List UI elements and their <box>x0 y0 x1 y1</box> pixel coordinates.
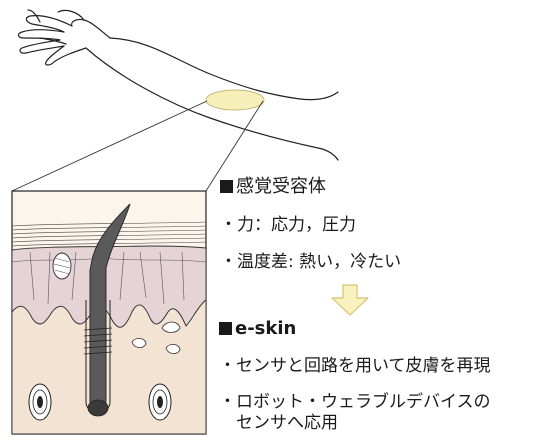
down-arrow-icon <box>332 285 368 315</box>
pacinian-corpuscle-left <box>29 384 51 420</box>
eskin-item-reproduce: ・センサと回路を用いて皮膚を再現 <box>219 358 491 375</box>
receptors-title: 感覚受容体 <box>236 176 326 197</box>
eskin-heading: e-skin <box>219 320 296 338</box>
eskin-title: e-skin <box>235 318 296 339</box>
skin-cross-section <box>12 191 206 434</box>
eskin-item-application-cont: センサへ応用 <box>236 415 338 432</box>
arm-outline <box>18 10 338 160</box>
square-bullet-icon <box>220 180 233 193</box>
receptors-item-force: ・力：応力，圧力 <box>220 217 356 234</box>
pacinian-corpuscle-right <box>149 384 171 420</box>
receptors-heading: 感覚受容体 <box>220 178 326 196</box>
skin-patch <box>206 90 264 110</box>
square-bullet-icon <box>219 322 232 335</box>
receptors-item-temperature: ・温度差: 熱い，冷たい <box>220 254 401 271</box>
eskin-item-application: ・ロボット・ウェラブルデバイスの <box>219 394 491 411</box>
